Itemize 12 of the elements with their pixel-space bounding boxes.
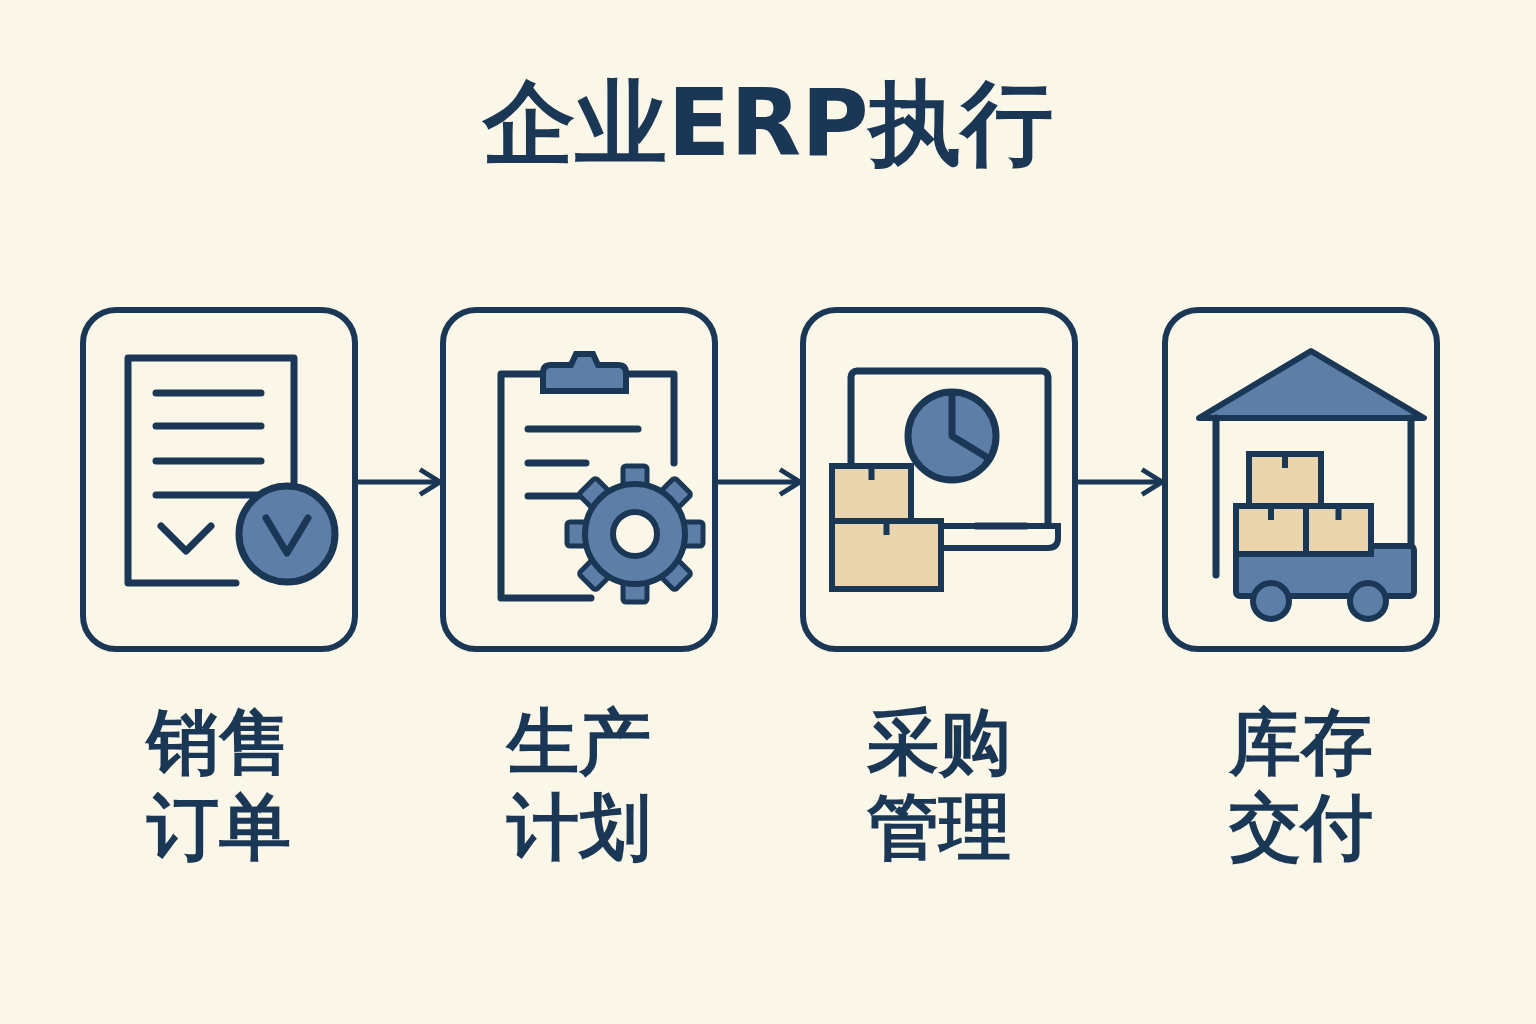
step-box (440, 307, 718, 652)
step-label: 生产计划 (507, 700, 651, 870)
step-label: 采购管理 (867, 700, 1011, 870)
step-box (1162, 307, 1440, 652)
title: 企业ERP执行 (483, 78, 1053, 170)
step-label: 销售订单 (147, 700, 291, 870)
arrow (1078, 467, 1165, 497)
step-label: 库存交付 (1229, 700, 1373, 870)
step-box (80, 307, 358, 652)
arrow (358, 467, 443, 497)
arrow (718, 467, 803, 497)
step-box (800, 307, 1078, 652)
